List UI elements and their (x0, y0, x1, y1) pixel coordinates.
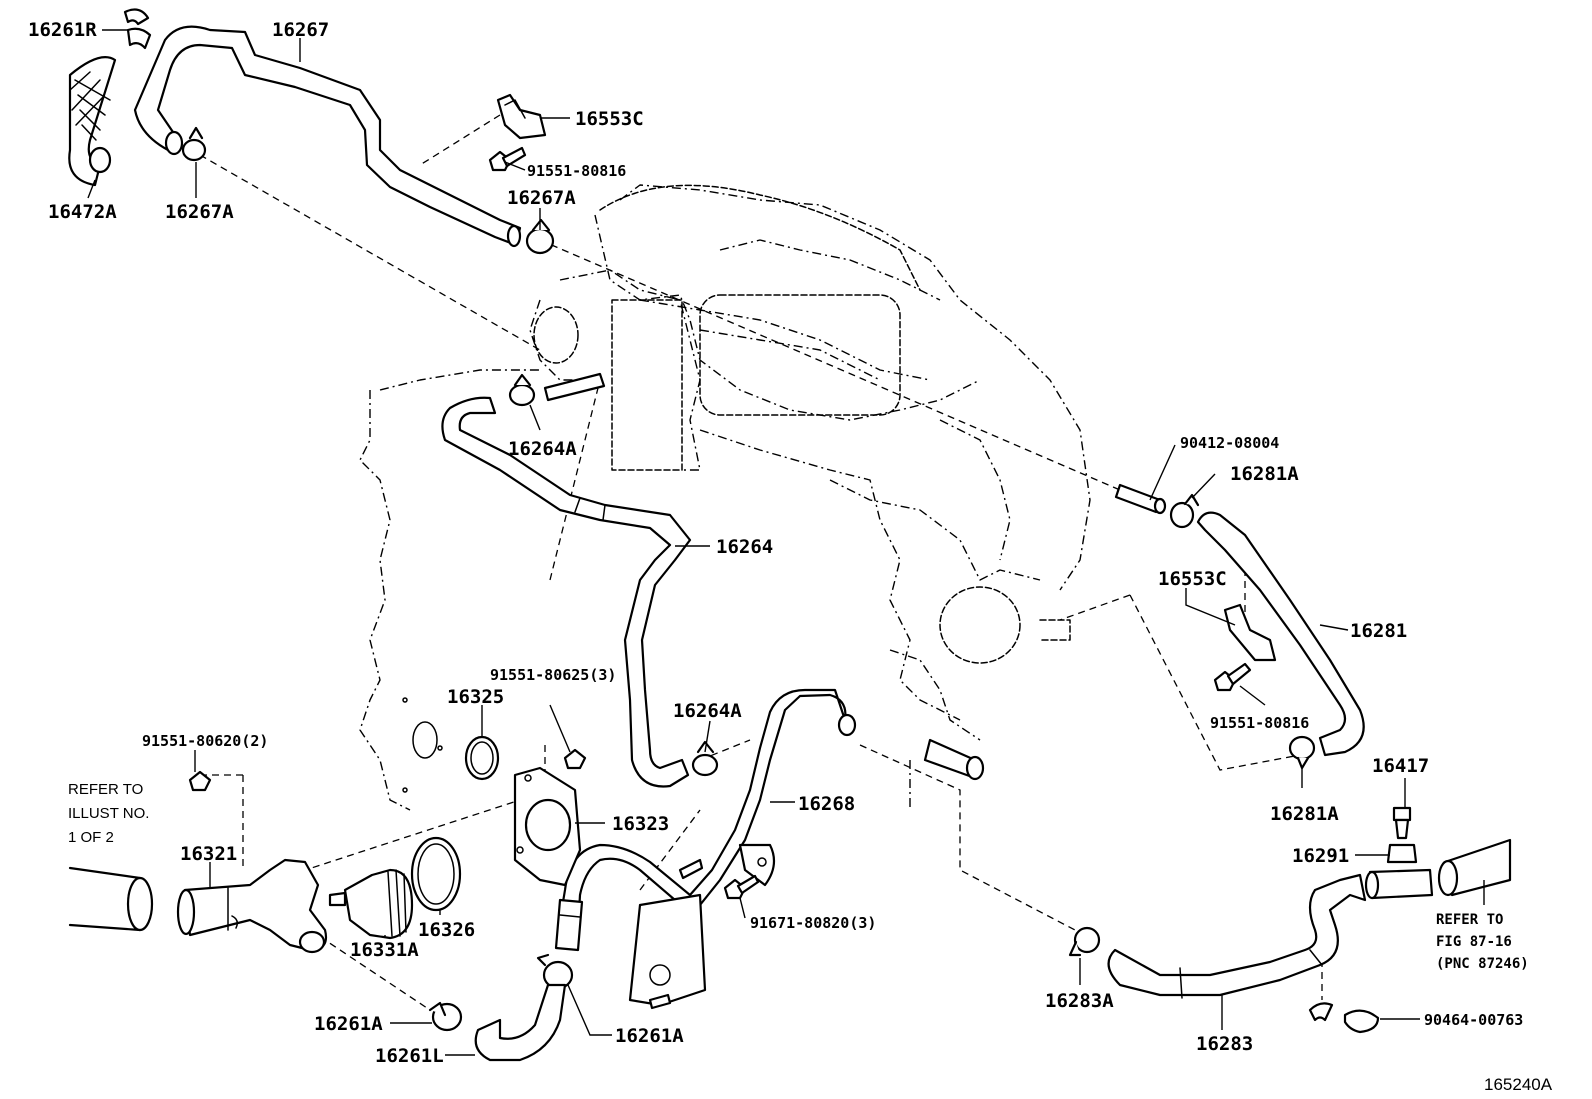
label-16553C-right: 16553C (1158, 568, 1227, 590)
label-16417: 16417 (1372, 755, 1429, 777)
label-16264A-mid: 16264A (673, 700, 742, 722)
label-91671-80820: 91671-80820(3) (750, 914, 876, 932)
note-left-line3: 1 OF 2 (68, 829, 114, 846)
inlet-16321 (176, 858, 328, 954)
label-16281A-bottom: 16281A (1270, 803, 1339, 825)
bolt-91551-80816-top (488, 146, 527, 172)
label-16261A-right: 16261A (615, 1025, 684, 1047)
figure-id: 165240A (1484, 1075, 1553, 1094)
label-16326: 16326 (418, 919, 475, 941)
hose-stub (543, 372, 606, 402)
clamp-16283A (1068, 926, 1101, 957)
hose-16281 (1196, 511, 1365, 757)
label-16261R: 16261R (28, 19, 97, 41)
label-16264: 16264 (716, 536, 773, 558)
hose-ref-right (1437, 838, 1512, 897)
bracket-16553C-top (496, 93, 547, 140)
clamp-16267A-left (181, 126, 207, 162)
part-labels: 16261R 16267 16553C 91551-80816 16472A 1… (28, 19, 1523, 1067)
engine-outline (359, 184, 1091, 811)
note-right-line3: (PNC 87246) (1436, 956, 1529, 972)
hose-ref-left (68, 866, 154, 932)
gasket-16325 (464, 735, 500, 781)
label-16267A-mid: 16267A (507, 187, 576, 209)
label-16268: 16268 (798, 793, 855, 815)
label-16261L: 16261L (375, 1045, 444, 1067)
label-91551-80620: 91551-80620(2) (142, 732, 268, 750)
hose-16267 (133, 25, 522, 248)
clamp-16264A-top (508, 373, 536, 407)
union-16291 (1364, 843, 1434, 900)
clip-16261R (123, 8, 152, 50)
label-90464-00763: 90464-00763 (1424, 1011, 1523, 1029)
clip-90464-00763 (1308, 1002, 1380, 1034)
label-16325: 16325 (447, 686, 504, 708)
housing-16323 (513, 766, 582, 887)
label-16283A: 16283A (1045, 990, 1114, 1012)
label-16267: 16267 (272, 19, 329, 41)
label-16321: 16321 (180, 843, 237, 865)
label-16472A: 16472A (48, 201, 117, 223)
bracket-16553C-right (1223, 603, 1277, 662)
label-16281: 16281 (1350, 620, 1407, 642)
hose-16283 (1107, 873, 1367, 999)
clamp-16261A-left (428, 1001, 463, 1032)
bolt-91551-80816-right (1213, 662, 1252, 692)
label-90412-08004: 90412-08004 (1180, 434, 1279, 452)
label-16553C-top: 16553C (575, 108, 644, 130)
note-right-line1: REFER TO (1436, 912, 1503, 928)
bolt-91551-80620 (188, 770, 212, 792)
hose-16264 (441, 396, 692, 788)
hose-16261L (474, 983, 567, 1062)
label-16261A-left: 16261A (314, 1013, 383, 1035)
label-16323: 16323 (612, 813, 669, 835)
label-16331A: 16331A (350, 939, 419, 961)
label-16281A-top: 16281A (1230, 463, 1299, 485)
label-16283: 16283 (1196, 1033, 1253, 1055)
clamp-16281A-top (1169, 493, 1200, 529)
clamp-16281A-bottom (1288, 735, 1316, 770)
label-91551-80816-right: 91551-80816 (1210, 714, 1309, 732)
pipe-16268 (554, 688, 857, 1007)
hose-16472A (68, 56, 117, 187)
thermostat-16331A (328, 868, 414, 940)
label-16291: 16291 (1292, 845, 1349, 867)
note-right-ref: REFER TO FIG 87-16 (PNC 87246) (1436, 912, 1529, 972)
label-91551-80625: 91551-80625(3) (490, 666, 616, 684)
note-left-line1: REFER TO (68, 781, 143, 798)
pipe-90412-08004 (1114, 483, 1167, 515)
note-left-line2: ILLUST NO. (68, 805, 149, 822)
label-91551-80816-top: 91551-80816 (527, 162, 626, 180)
label-16267A-left: 16267A (165, 201, 234, 223)
note-left-ref: REFER TO ILLUST NO. 1 OF 2 (68, 781, 149, 846)
engine-components (402, 184, 1071, 793)
clamp-16261A-right (536, 953, 574, 990)
plug-16417 (1392, 806, 1412, 840)
gasket-16326 (410, 836, 462, 912)
bolt-91551-80625 (563, 748, 587, 770)
label-16264A-top: 16264A (508, 438, 577, 460)
leader-lines (87, 29, 1485, 1056)
note-right-line2: FIG 87-16 (1436, 934, 1512, 950)
bolt-91671-80820 (648, 858, 760, 1010)
assembly-lines (199, 114, 1323, 1011)
clamp-16264A-mid (691, 740, 719, 777)
